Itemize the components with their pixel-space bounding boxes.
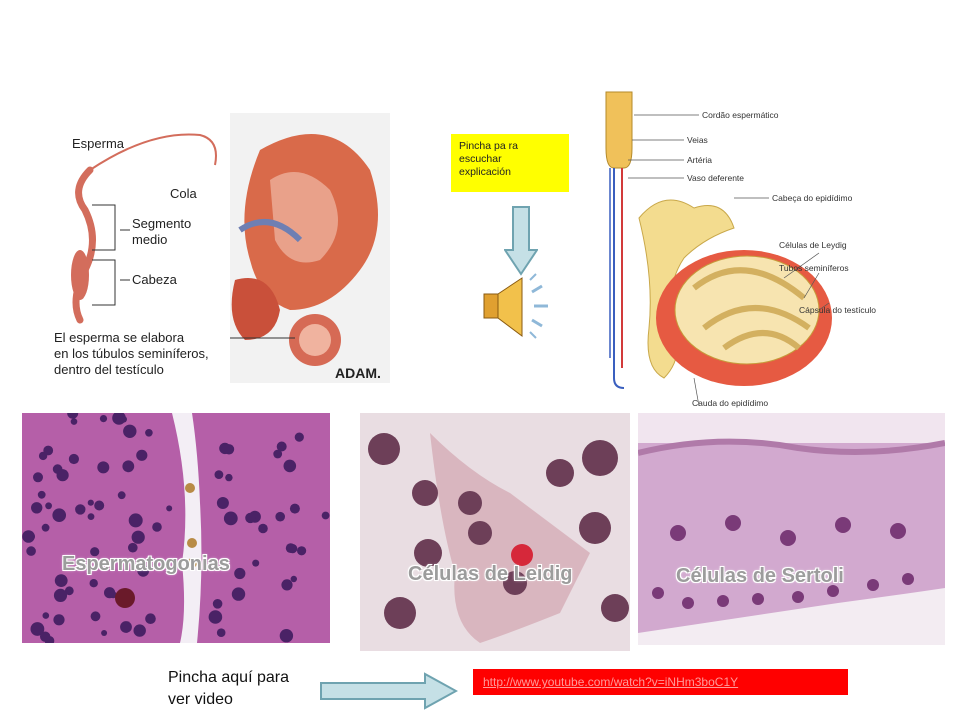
label-epi-head: Cabeça do epidídimo <box>772 193 853 203</box>
caption-spermatogonia: Espermatogonias <box>62 553 230 575</box>
arrow-down-icon <box>504 206 538 276</box>
label-capsule: Cápsula do testículo <box>799 305 876 315</box>
video-link[interactable]: http://www.youtube.com/watch?v=iNHm3boC1… <box>473 669 848 695</box>
label-vas: Vaso deferente <box>687 173 744 183</box>
sperm-illustration: Esperma Cola Segmento medio Cabeza El es… <box>30 110 392 385</box>
label-tubules: Tubos seminíferos <box>779 263 849 273</box>
caption-leydig: Células de Leidig <box>408 563 573 585</box>
label-sperm: Esperma <box>72 136 125 151</box>
caption-sertoli: Células de Sertoli <box>676 565 844 587</box>
micrograph-spermatogonia: Espermatogonias <box>22 413 330 643</box>
adam-logo: ADAM. <box>335 365 381 381</box>
label-epi-tail: Cauda do epidídimo <box>692 398 768 408</box>
video-prompt-line-2: ver video <box>168 691 233 708</box>
audio-note-line-1: Pincha pa ra <box>459 140 518 152</box>
label-head: Cabeza <box>132 272 178 287</box>
label-veins: Veias <box>687 135 708 145</box>
caption-line-3: dentro del testículo <box>54 362 164 377</box>
speaker-icon[interactable] <box>478 272 558 342</box>
video-prompt: Pincha aquí para ver video <box>168 667 318 711</box>
label-midpiece-2: medio <box>132 232 167 247</box>
micrograph-leydig: Células de Leidig <box>360 413 630 651</box>
label-midpiece-1: Segmento <box>132 216 191 231</box>
label-leydig: Células de Leydig <box>779 240 847 250</box>
caption-line-1: El esperma se elabora <box>54 330 185 345</box>
testis-illustration: Cordão espermático Veias Artéria Vaso de… <box>584 88 894 410</box>
video-prompt-line-1: Pincha aquí para <box>168 669 289 686</box>
audio-note-line-3: explicación <box>459 166 511 178</box>
label-tail: Cola <box>170 186 198 201</box>
audio-note-line-2: escuchar <box>459 153 502 165</box>
audio-note: Pincha pa ra escuchar explicación <box>451 134 569 192</box>
caption-line-2: en los túbulos seminíferos, <box>54 346 209 361</box>
label-cord: Cordão espermático <box>702 110 779 120</box>
label-artery: Artéria <box>687 155 712 165</box>
micrograph-sertoli: Células de Sertoli <box>638 413 945 645</box>
arrow-right-icon <box>320 672 458 710</box>
